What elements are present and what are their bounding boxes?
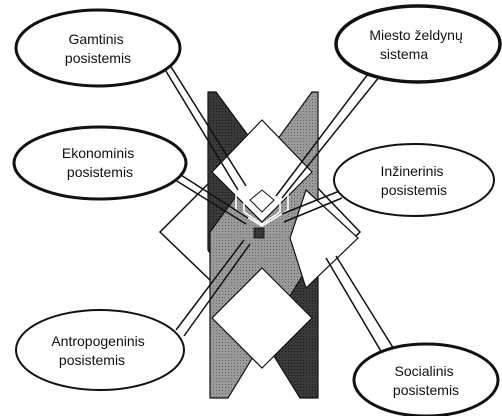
label-inzinerinis-line2: posistemis xyxy=(381,182,447,198)
label-miesto-line2: sistema xyxy=(380,46,428,62)
label-gamtinis: Gamtinis posistemis xyxy=(65,31,131,66)
label-antropogeninis: Antropogeninis posistemis xyxy=(51,333,148,368)
ellipse-gamtinis xyxy=(14,8,182,88)
label-ekonominis-line2: posistemis xyxy=(67,164,133,180)
label-antropogeninis-line1: Antropogeninis xyxy=(51,333,144,349)
white-diamond-lower xyxy=(211,267,313,369)
label-antropogeninis-line2: posistemis xyxy=(59,352,125,368)
label-socialinis-line2: posistemis xyxy=(393,382,459,398)
white-diamond-right xyxy=(289,188,359,290)
ellipse-antropogeninis xyxy=(15,309,185,391)
label-inzinerinis: Inžinerinis posistemis xyxy=(381,163,448,198)
label-inzinerinis-line1: Inžinerinis xyxy=(381,163,444,179)
central-core xyxy=(249,189,275,213)
ellipse-inzinerinis xyxy=(333,143,495,217)
label-ekonominis: Ekonominis posistemis xyxy=(62,145,138,180)
label-ekonominis-line1: Ekonominis xyxy=(62,145,134,161)
label-miesto-line1: Miesto želdynų xyxy=(369,27,463,43)
label-gamtinis-line2: posistemis xyxy=(65,50,131,66)
central-core-shadow xyxy=(253,227,265,239)
ellipse-ekonominis xyxy=(12,125,188,201)
ellipse-miesto xyxy=(334,4,502,84)
connector-lines xyxy=(157,57,403,371)
label-miesto: Miesto želdynų sistema xyxy=(369,27,466,62)
ellipse-socialinis xyxy=(352,342,500,416)
label-socialinis: Socialinis posistemis xyxy=(393,363,459,398)
label-socialinis-line1: Socialinis xyxy=(394,363,453,379)
label-gamtinis-line1: Gamtinis xyxy=(68,31,123,47)
